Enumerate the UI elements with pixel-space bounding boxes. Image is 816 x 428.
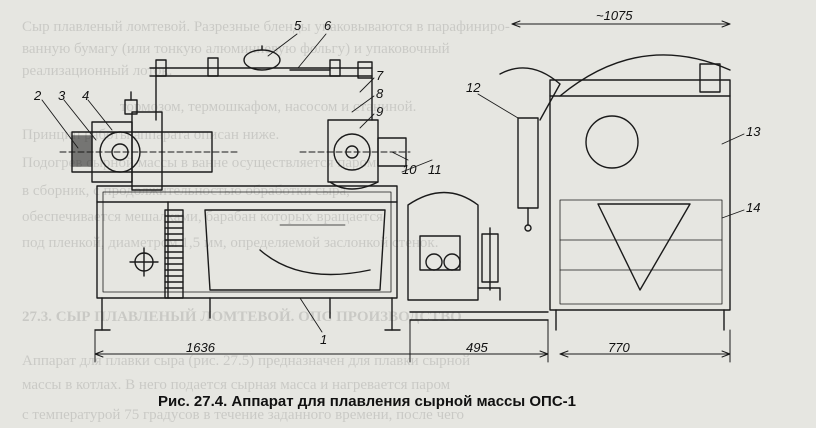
pump bbox=[407, 191, 549, 321]
callout-8: 8 bbox=[376, 86, 384, 101]
callout-14: 14 bbox=[746, 200, 761, 215]
callout-10: 10 bbox=[402, 162, 417, 177]
callout-4: 4 bbox=[82, 88, 90, 103]
callout-12: 12 bbox=[466, 80, 481, 95]
ghost-line: Сыр плавленый ломтевой. Разрезные бленды… bbox=[22, 19, 510, 35]
ghost-line: тормозом, термошкафом, насосом и станино… bbox=[120, 99, 417, 115]
callout-6: 6 bbox=[324, 18, 332, 33]
ghost-line: Подогрев сырной массы в ванне осуществля… bbox=[22, 155, 380, 171]
callout-3: 3 bbox=[58, 88, 66, 103]
callout-9: 9 bbox=[376, 104, 384, 119]
tub bbox=[204, 209, 386, 291]
ghost-line: под пленкой, диаметром 1,5 мм, определяе… bbox=[22, 235, 439, 251]
dim-top: ~1075 bbox=[596, 8, 633, 23]
dimension-lines bbox=[94, 20, 731, 363]
cylinder bbox=[499, 67, 561, 232]
leader-lines bbox=[41, 33, 745, 333]
figure-caption: Рис. 27.4. Аппарат для плавления сырной … bbox=[158, 393, 576, 410]
ghost-line: обеспечивается мешалками, барабан которы… bbox=[22, 209, 383, 225]
ghost-line: Аппарат для плавки сыра (рис. 27.5) пред… bbox=[22, 353, 471, 369]
drive-assembly bbox=[59, 91, 241, 191]
left-center-mark bbox=[129, 247, 159, 277]
ghost-line: ванную бумагу (или тонкую алюминиевую фо… bbox=[22, 41, 450, 57]
callout-13: 13 bbox=[746, 124, 761, 139]
ghost-line: 27.3. СЫР ПЛАВЛЕНЫЙ ЛОМТЕВОЙ. ОПС ПРОИЗВ… bbox=[22, 309, 462, 325]
cabinet bbox=[549, 54, 731, 331]
top-beam bbox=[149, 45, 373, 121]
callout-5: 5 bbox=[294, 18, 302, 33]
gear-comb bbox=[164, 209, 184, 299]
callout-2: 2 bbox=[34, 88, 42, 103]
callout-1: 1 bbox=[320, 332, 328, 347]
right-drive-head bbox=[299, 119, 411, 190]
dim-bottom-right: 770 bbox=[608, 340, 630, 355]
dim-bottom-mid: 495 bbox=[466, 340, 488, 355]
bath-frame bbox=[94, 185, 401, 331]
ghost-line: с температурой 75 градусов в течение зад… bbox=[22, 407, 465, 423]
ghost-line: реализационный лоток. bbox=[22, 63, 173, 79]
ghost-line: в сборник, с продолжительностью обработк… bbox=[22, 183, 350, 199]
dim-bottom-left: 1636 bbox=[186, 340, 215, 355]
ghost-line: массы в котлах. В него подается сырная м… bbox=[22, 377, 451, 393]
callout-7: 7 bbox=[376, 68, 384, 83]
callout-11: 11 bbox=[428, 162, 442, 177]
